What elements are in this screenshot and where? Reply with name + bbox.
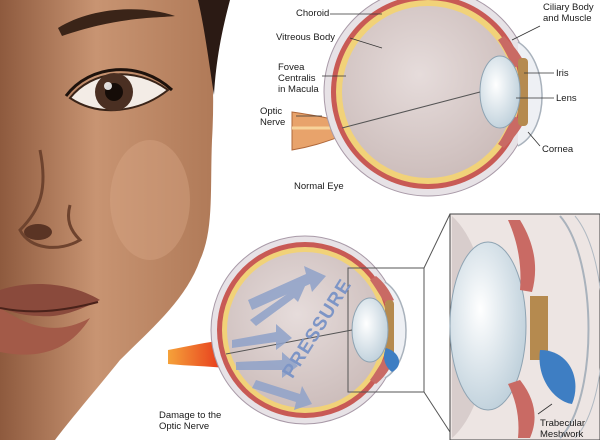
damaged-optic-nerve (168, 340, 226, 368)
leader-lines-top (296, 13, 554, 147)
nose (18, 149, 83, 249)
zoom-callout (347, 213, 451, 433)
choroid-label: Choroid (296, 8, 330, 19)
lips (0, 284, 100, 317)
normal-lens (479, 55, 521, 129)
normal-eye-caption: Normal Eye (294, 181, 344, 192)
cornea-label: Cornea (542, 144, 574, 155)
ciliary-body-label: Ciliary Body and Muscle (543, 2, 594, 24)
eyebrow (58, 9, 175, 36)
pressure-arrows (232, 266, 326, 410)
optic-nerve-label: Optic Nerve (260, 106, 286, 128)
lens-label: Lens (556, 93, 577, 104)
detail-lens (449, 241, 527, 411)
vitreous-body-label: Vitreous Body (276, 32, 335, 43)
damage-label: Damage to the Optic Nerve (159, 410, 222, 432)
face-illustration (0, 0, 230, 440)
trabecular-label: Trabecular Meshwork (540, 418, 586, 440)
glaucoma-eye-cross-section (168, 235, 407, 425)
normal-eye-cross-section (291, 0, 543, 197)
fovea-label: Fovea Centralis in Macula (278, 62, 319, 95)
trabecular-detail-panel (449, 213, 600, 440)
iris-label: Iris (556, 68, 569, 79)
